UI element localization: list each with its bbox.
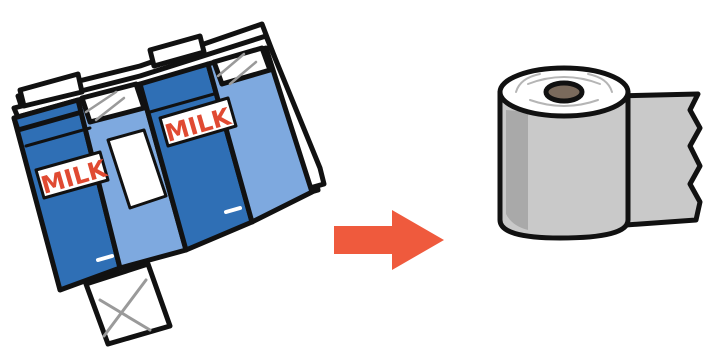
toilet-paper-roll-icon bbox=[500, 68, 700, 238]
arrow-right-icon bbox=[334, 210, 444, 270]
